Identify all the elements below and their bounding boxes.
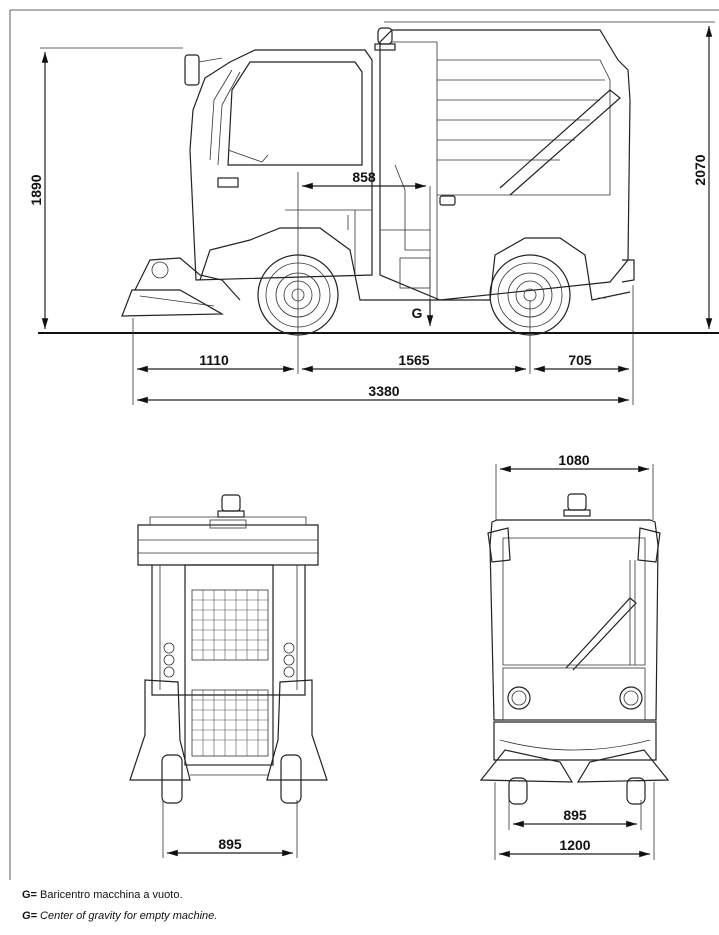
beacon-side <box>374 27 396 51</box>
body-side <box>379 29 631 301</box>
dim-rear-overhang: 705 <box>568 352 592 368</box>
legend-italian-text: Baricentro macchina a vuoto. <box>36 889 183 901</box>
legend-english-key: G= <box>22 910 37 922</box>
dim-total-length: 3380 <box>368 383 399 399</box>
front-view: 895 <box>129 494 328 858</box>
g-marker: G <box>412 305 423 321</box>
dim-wheelbase: 1565 <box>398 352 429 368</box>
front-brush-side <box>121 257 241 317</box>
rear-view: 1080 895 1200 <box>479 452 670 860</box>
dim-rear-track: 895 <box>563 807 587 823</box>
dim-side-height: 1890 <box>28 174 44 205</box>
chassis-side <box>199 227 631 301</box>
legend-english-text: Center of gravity for empty machine. <box>36 910 218 922</box>
dim-cog-offset: 858 <box>352 169 376 185</box>
legend-italian: G= Baricentro macchina a vuoto. <box>22 889 183 901</box>
dim-cab-width: 1080 <box>558 452 589 468</box>
rear-bumper-side <box>621 259 635 283</box>
dim-front-overhang: 1110 <box>199 352 229 368</box>
legend-italian-key: G= <box>22 889 37 901</box>
side-view: 1890 2070 <box>28 21 719 405</box>
dim-total-height: 2070 <box>692 154 708 185</box>
cab-side <box>184 49 373 281</box>
dim-total-width: 1200 <box>559 837 590 853</box>
legend-english: G= Center of gravity for empty machine. <box>22 910 217 922</box>
dim-front-track: 895 <box>218 836 242 852</box>
page-frame <box>9 9 719 880</box>
